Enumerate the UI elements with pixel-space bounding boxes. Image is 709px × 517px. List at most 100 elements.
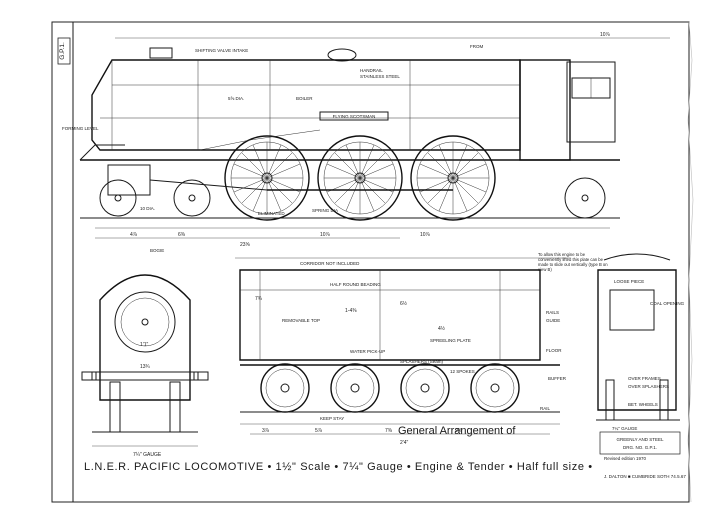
lbl-eliminated: ELIMINATED (258, 211, 285, 216)
lbl-snorkel: SPREELING PLATE (430, 338, 471, 343)
lbl-boiler: BOILER (296, 96, 313, 101)
lbl-stainless: STAINLESS STEEL (360, 74, 400, 79)
rear-top-arc (603, 253, 671, 261)
smokebox-handle (141, 318, 149, 326)
trailing-wheel (564, 177, 606, 219)
lbl-handrail: HANDRAIL (360, 68, 383, 73)
front-valance (79, 144, 125, 161)
dim-tender-a: 3⅞ (262, 428, 270, 434)
lbl-coal-opening: COAL OPENING (650, 301, 685, 306)
buffer-left (81, 371, 97, 381)
tender-wheel-2 (330, 363, 380, 413)
dim-tender-b: 5⅞ (315, 428, 323, 434)
lbl-water-pickup: WATER PICK-UP (350, 349, 385, 354)
lbl-spokes: 12 SPOKES (450, 369, 475, 374)
note-block: To allow this engine to be conveniently … (538, 252, 608, 272)
lbl-boiler-dia: 5⅝ DIA. (228, 96, 244, 101)
side-elevation-loco: 10⅞ FLYING SCOTSMAN (62, 32, 670, 253)
front-gauge: 7¼" GAUGE (133, 452, 162, 458)
rear-view: LOOSE PIECE COAL OPENING OVER FRAMES OVE… (596, 253, 685, 455)
title-block (599, 431, 681, 455)
lbl-guide: GUIDE (546, 318, 560, 323)
tender-panels (259, 270, 501, 360)
rear-outline (597, 269, 677, 411)
driving-wheel-1 (224, 135, 310, 221)
smokebox-door (114, 291, 176, 353)
company-line-2: DRG. NO. G.P.1. (623, 445, 657, 450)
trailing-hub (581, 194, 589, 202)
front-wheel-right (169, 381, 181, 433)
nameplate (319, 111, 389, 121)
lbl-bogie: BOGIE (150, 248, 164, 253)
lbl-from: FROM (470, 44, 483, 49)
bogie-wheel-1 (99, 179, 137, 217)
dim-tender-h1: 7¾ (255, 296, 263, 302)
cab-rear (566, 61, 616, 143)
bogie-hub-1 (114, 194, 122, 202)
lbl-removable-top: REMOVABLE TOP (282, 318, 320, 323)
dim-tender-len: 2'4" (400, 440, 409, 446)
lbl-floor: FLOOR (546, 348, 562, 353)
dim-loco-5: 10⅞ (420, 232, 431, 238)
lifting-note: To allow this engine to be conveniently … (538, 252, 608, 272)
front-dim-mid: 1'1" (140, 342, 149, 348)
front-view: 7¼" GAUGE 13¾ 1'1" (81, 274, 209, 458)
dome (327, 48, 357, 62)
lbl-splashers: SPLASHERS (Seam) (400, 359, 444, 364)
coal-opening (609, 289, 655, 331)
tender-body (239, 269, 541, 361)
title-line-1: General Arrangement of (398, 425, 516, 437)
bogie-wheel-2 (173, 179, 211, 217)
lbl-buffer: BUFFER (548, 376, 567, 381)
cab (519, 59, 571, 161)
sheet-border (51, 21, 690, 503)
tender-wheel-1 (260, 363, 310, 413)
tender-side-elevation: CORRIDOR NOT INCLUDED HALF ROUND BEADING… (235, 257, 570, 446)
buffer-beam (91, 371, 199, 381)
lbl-half-round: HALF ROUND BEADING (330, 282, 381, 287)
lbl-forming-level: FORMING LEVEL (62, 126, 99, 131)
front-dim-top: 13¾ (140, 364, 151, 370)
dim-tender-c: 7⅜ (385, 428, 393, 434)
nameplate-text: FLYING SCOTSMAN (333, 114, 376, 119)
dim-tender-d: 9⅜ (455, 428, 463, 434)
bogie-hub-2 (188, 194, 196, 202)
driving-wheel-3 (410, 135, 496, 221)
dim-loco-4: 23⅝ (240, 242, 251, 248)
dim-top-overall: 10⅞ (600, 32, 611, 38)
lbl-ten-dia: 10 DIA. (140, 206, 155, 211)
valve-gear (199, 129, 321, 151)
dim-tender-c2: 1-4⅜ (345, 308, 357, 314)
rear-wheel-left (605, 379, 615, 421)
lbl-bet-wheels: BET. WHEELS (628, 402, 658, 407)
dim-tender-h3: 4½ (438, 325, 446, 332)
front-wheel-left (109, 381, 121, 433)
sheet-ref: G.P.1. (59, 42, 66, 60)
smokebox-ring (120, 297, 170, 347)
dim-loco-3: 10⅞ (320, 232, 331, 238)
lbl-over-splashers: OVER SPLASHERS (628, 384, 669, 389)
edition-note: Revised edition 1970 (604, 456, 647, 461)
connecting-rod (149, 179, 268, 191)
dim-loco-2: 6⅜ (178, 232, 186, 238)
lbl-rail: RAIL (540, 406, 551, 411)
lbl-rails: RAILS (546, 310, 559, 315)
company-line-1: GREENLY AND STEEL (616, 437, 664, 442)
lbl-rear-gauge: 7¼" GAUGE (612, 426, 637, 431)
torn-edge (687, 21, 694, 503)
dim-tender-h2: 6½ (400, 300, 408, 307)
title-line-2: L.N.E.R. PACIFIC LOCOMOTIVE • 1½" Scale … (84, 461, 593, 473)
lbl-over-frames: OVER FRAMES (628, 376, 661, 381)
dim-loco-1: 4⅞ (130, 232, 138, 238)
chimney (149, 47, 173, 59)
lbl-keep-stay: KEEP STAY (320, 416, 344, 421)
lbl-shifting-valve: SHIFTING VALVE INTAKE (195, 48, 248, 53)
driving-wheel-2 (317, 135, 403, 221)
lbl-corridor: CORRIDOR NOT INCLUDED (300, 261, 360, 266)
buffer-right (193, 371, 209, 381)
lbl-loose-piece: LOOSE PIECE (614, 279, 644, 284)
lbl-spring-dia: SPRING DIA (312, 208, 338, 213)
sheet-ref-box (57, 37, 71, 65)
